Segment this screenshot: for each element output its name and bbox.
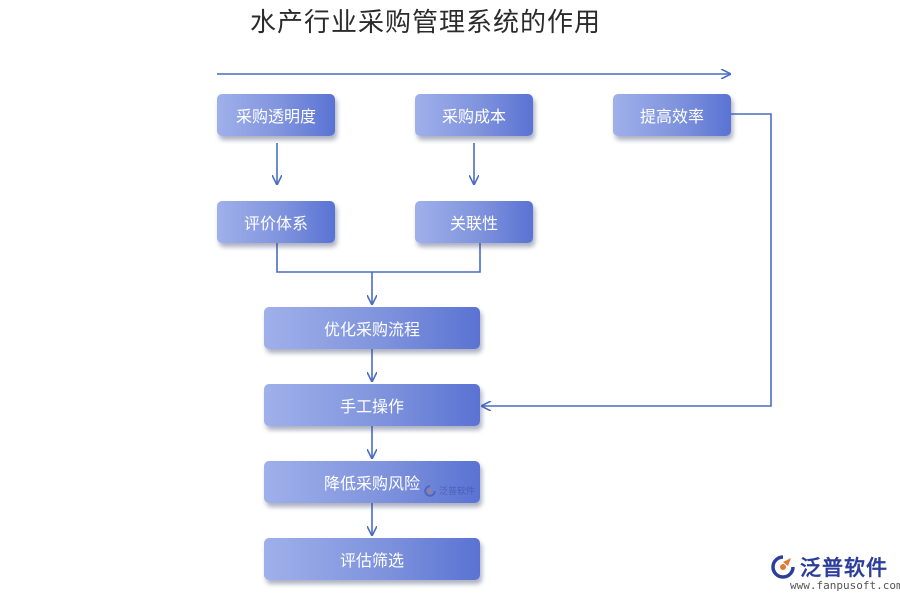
brand-logo: 泛普软件 xyxy=(770,552,888,582)
node-evaluation-screening: 评估筛选 xyxy=(264,538,480,580)
watermark-logo-icon xyxy=(424,484,436,497)
node-procurement-cost: 采购成本 xyxy=(415,94,533,136)
node-relevance: 关联性 xyxy=(415,201,533,243)
node-improve-efficiency: 提高效率 xyxy=(613,94,731,136)
diagram-title: 水产行业采购管理系统的作用 xyxy=(250,8,602,38)
center-watermark: 泛普软件 xyxy=(424,484,475,497)
brand-name: 泛普软件 xyxy=(800,556,888,580)
node-evaluation-system: 评价体系 xyxy=(217,201,335,243)
fanpu-logo-icon xyxy=(771,555,795,579)
brand-url: www.fanpusoft.com xyxy=(790,579,900,592)
node-reduce-risk: 降低采购风险 xyxy=(264,461,480,503)
watermark-text: 泛普软件 xyxy=(439,487,476,497)
merge-line xyxy=(276,243,481,273)
node-optimize-process: 优化采购流程 xyxy=(264,307,480,349)
node-procurement-transparency: 采购透明度 xyxy=(217,94,335,136)
node-manual-operation: 手工操作 xyxy=(264,384,480,426)
feedback-loop-arrow xyxy=(482,113,772,406)
